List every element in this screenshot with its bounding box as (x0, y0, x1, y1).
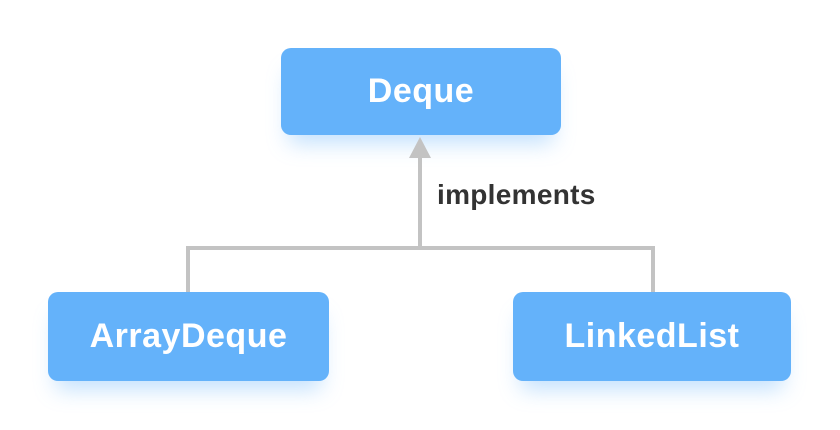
connector-horizontal-line (186, 246, 655, 250)
node-arraydeque: ArrayDeque (48, 292, 329, 381)
connector-drop-left (186, 246, 190, 292)
connector-center-stem (418, 156, 422, 248)
node-linkedlist-label: LinkedList (564, 317, 740, 355)
node-arraydeque-label: ArrayDeque (89, 317, 288, 355)
node-deque-label: Deque (367, 72, 475, 110)
arrow-up-icon (409, 137, 431, 158)
connector-drop-right (651, 246, 655, 292)
implements-label: implements (437, 179, 596, 210)
node-deque: Deque (281, 48, 561, 135)
node-linkedlist: LinkedList (513, 292, 791, 381)
